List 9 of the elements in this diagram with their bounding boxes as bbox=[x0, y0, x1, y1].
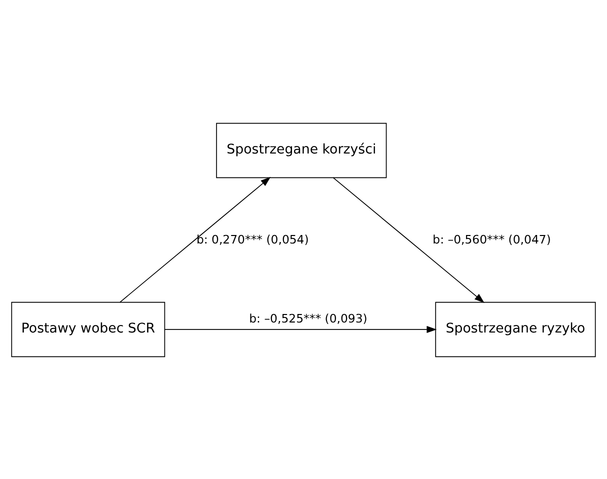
arrow bbox=[120, 176, 271, 302]
edge-label: b: –0,525*** (0,093) bbox=[249, 311, 368, 326]
node-box: Spostrzegane korzyści bbox=[216, 122, 387, 178]
arrow bbox=[164, 325, 437, 332]
node-box: Postawy wobec SCR bbox=[11, 301, 166, 357]
node-box: Spostrzegane ryzyko bbox=[435, 301, 596, 357]
edge-label: b: 0,270*** (0,054) bbox=[196, 232, 309, 246]
edge-label: b: –0,560*** (0,047) bbox=[432, 232, 551, 246]
arrow bbox=[332, 176, 484, 302]
